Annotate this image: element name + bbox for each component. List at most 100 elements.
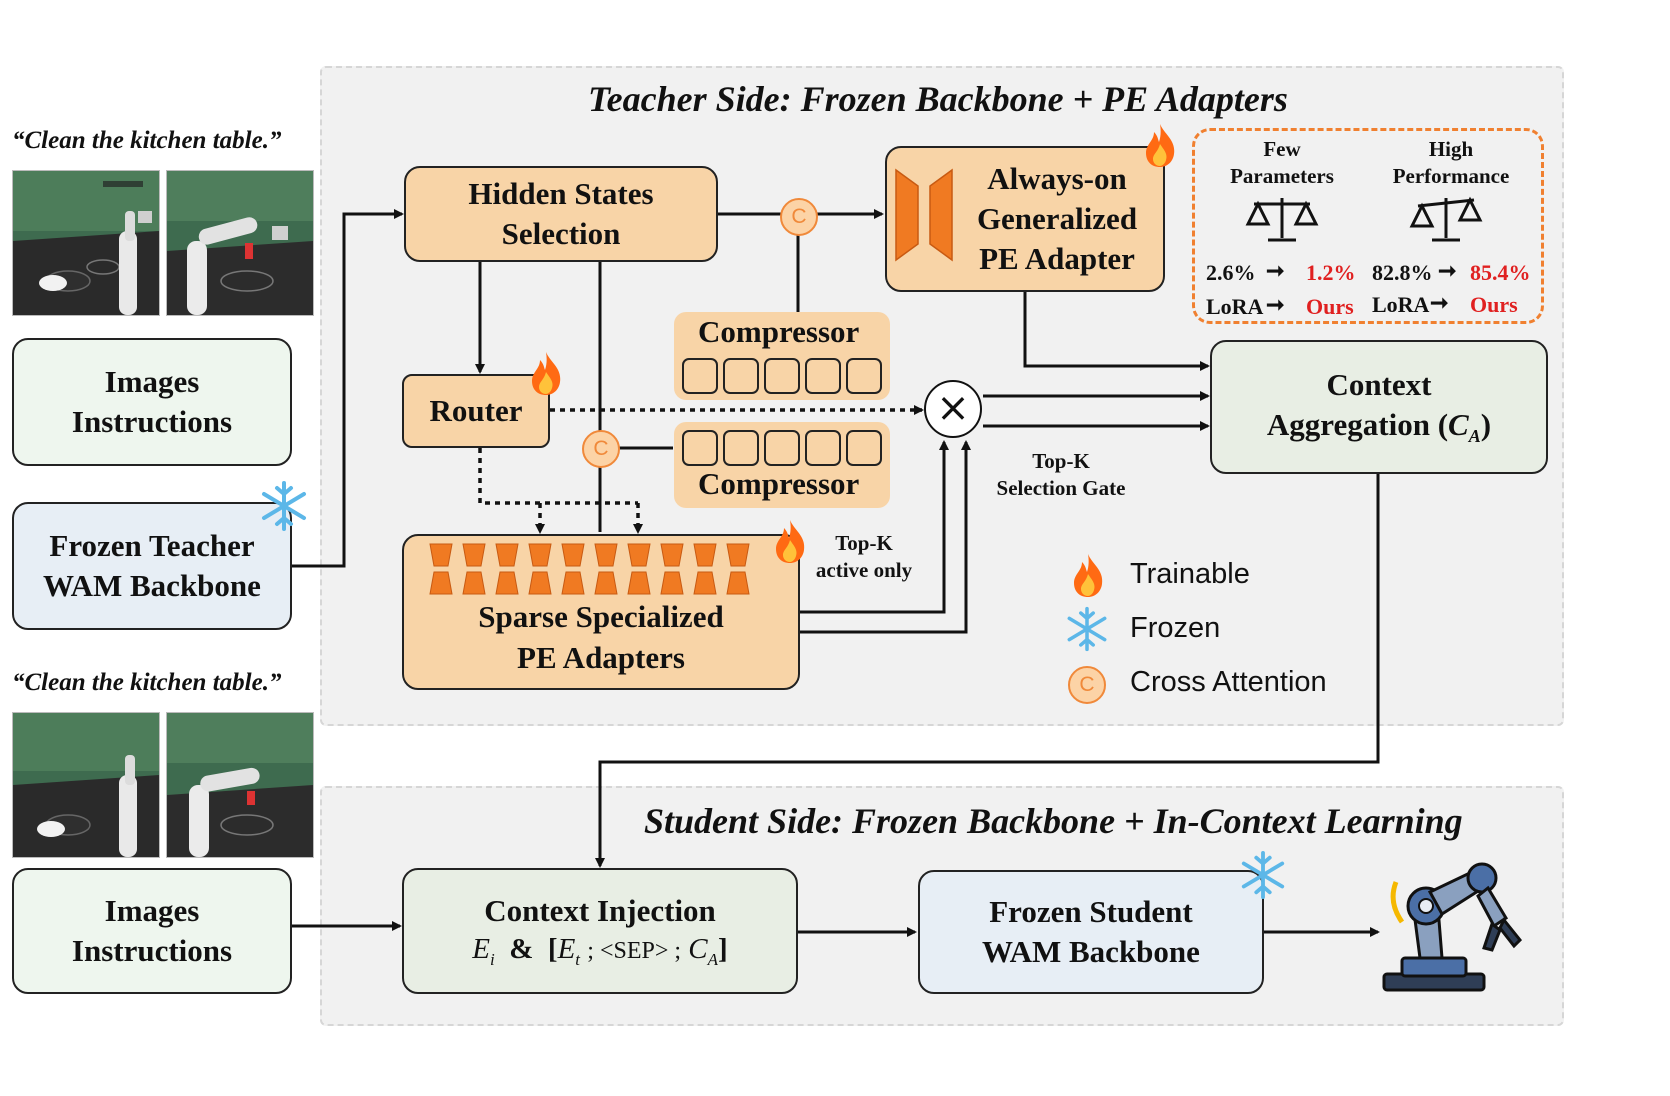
teacher-scene-image-left: [12, 170, 160, 316]
sparse-line2: PE Adapters: [517, 639, 685, 675]
compressor-token: [682, 358, 718, 394]
cross-attention-icon: C: [1068, 666, 1106, 704]
student-instruction-quote: “Clean the kitchen table.”: [12, 669, 282, 696]
aggregation-close: ): [1480, 407, 1492, 443]
params-header-line1: Few: [1263, 137, 1301, 161]
student-scene-image-right: [166, 712, 314, 858]
student-title: Student Side: Frozen Backbone + In-Conte…: [644, 801, 1463, 841]
student-inputs-line1: Images: [104, 892, 200, 928]
arrow-icon: ➞: [1266, 292, 1285, 317]
frozen-student-backbone-box: Frozen Student WAM Backbone: [918, 870, 1264, 994]
compressor-token: [764, 358, 800, 394]
student-scene-image-left: [12, 712, 160, 858]
injection-ca: C: [688, 933, 708, 966]
params-header-line2: Parameters: [1230, 164, 1334, 189]
fire-icon: [772, 518, 808, 564]
params-lora-label: LoRA: [1206, 294, 1264, 319]
sparse-line1: Sparse Specialized: [478, 599, 724, 635]
always-on-line3: PE Adapter: [979, 241, 1135, 277]
cross-attention-icon: C: [780, 198, 818, 236]
compressor-token: [682, 430, 718, 466]
legend-trainable: Trainable: [1130, 558, 1250, 590]
snowflake-icon: [1238, 850, 1288, 900]
topk-gate-line1: Top-K: [1032, 449, 1090, 473]
params-ours-value: 1.2%: [1306, 260, 1356, 285]
adapter-icon: [895, 168, 953, 262]
perf-ours-label: Ours: [1470, 292, 1518, 317]
fire-icon: [528, 350, 564, 396]
fire-icon: [1142, 122, 1178, 168]
perf-header-line2: Performance: [1392, 164, 1510, 189]
compressor-token: [764, 430, 800, 466]
compressor-token: [846, 358, 882, 394]
topk-active-label: Top-K active only: [804, 530, 924, 585]
compressor-bottom-label: Compressor: [698, 466, 860, 501]
student-inputs-line2: Instructions: [71, 933, 233, 968]
legend-frozen: Frozen: [1130, 612, 1221, 644]
perf-lora-label: LoRA: [1372, 292, 1430, 317]
params-header: Few Parameters: [1222, 136, 1342, 191]
context-injection-box: Context Injection Ei & [Et ; <SEP> ; CA]: [402, 868, 798, 994]
perf-header: High Performance: [1386, 136, 1516, 191]
context-aggregation-box: Context Aggregation (CA): [1210, 340, 1548, 474]
injection-amp: &: [509, 933, 534, 966]
injection-et-sub: t: [575, 950, 581, 969]
compressor-token: [846, 430, 882, 466]
injection-formula: Ei & [Et ; <SEP> ; CA]: [472, 931, 727, 971]
topk-gate-label: Top-K Selection Gate: [986, 448, 1136, 503]
injection-sep: ; <SEP> ;: [587, 938, 682, 965]
scale-icon: [1245, 194, 1319, 246]
adapter-icon: [429, 543, 750, 595]
compressor-token: [805, 430, 841, 466]
teacher-instruction-quote: “Clean the kitchen table.”: [12, 127, 282, 154]
topk-active-line1: Top-K: [835, 531, 893, 555]
arrow-icon: ➞: [1438, 258, 1457, 283]
hidden-states-line2: Selection: [501, 216, 621, 251]
compressor-token: [723, 430, 759, 466]
hidden-states-selection-box: Hidden States Selection: [404, 166, 718, 262]
perf-header-line1: High: [1428, 137, 1474, 161]
scale-icon: [1409, 194, 1483, 246]
injection-ca-sub: A: [707, 950, 719, 969]
fire-icon: [1070, 552, 1106, 598]
teacher-inputs-box: Images Instructions: [12, 338, 292, 466]
perf-ours-value: 85.4%: [1470, 260, 1531, 285]
injection-et: E: [557, 933, 576, 966]
compressor-token: [723, 358, 759, 394]
arrow-icon: ➞: [1266, 258, 1285, 283]
snowflake-icon: [1064, 606, 1110, 652]
injection-title: Context Injection: [484, 892, 716, 928]
router-label: Router: [429, 392, 523, 428]
aggregation-label: Aggregation (: [1266, 407, 1449, 443]
injection-open: [: [547, 933, 558, 966]
aggregation-sub: A: [1468, 426, 1481, 447]
aggregation-line1: Context: [1326, 367, 1432, 403]
router-box: Router: [402, 374, 550, 448]
perf-lora-value: 82.8%: [1372, 260, 1433, 285]
injection-ei-sub: i: [490, 950, 495, 969]
teacher-inputs-line2: Instructions: [71, 404, 233, 439]
frozen-student-backbone-line2: WAM Backbone: [982, 934, 1200, 969]
robot-arm-icon: [1380, 862, 1530, 994]
injection-ei: E: [472, 933, 490, 966]
always-on-line2: Generalized: [976, 200, 1138, 236]
params-lora-value: 2.6%: [1206, 260, 1256, 285]
aggregation-symbol: C: [1448, 407, 1469, 443]
frozen-teacher-backbone-line1: Frozen Teacher: [49, 527, 255, 563]
teacher-scene-image-right: [166, 170, 314, 316]
multiply-gate: ×: [924, 380, 982, 438]
injection-close: ]: [718, 933, 728, 966]
compressor-top-label: Compressor: [698, 314, 860, 349]
arrow-icon: ➞: [1430, 290, 1449, 315]
teacher-inputs-line1: Images: [104, 363, 200, 399]
frozen-teacher-backbone-box: Frozen Teacher WAM Backbone: [12, 502, 292, 630]
params-ours-label: Ours: [1306, 294, 1354, 319]
cross-attention-icon: C: [582, 430, 620, 468]
compressor-token: [805, 358, 841, 394]
aggregation-line2: Aggregation (CA): [1267, 405, 1491, 449]
hidden-states-line1: Hidden States: [468, 175, 654, 211]
frozen-teacher-backbone-line2: WAM Backbone: [43, 568, 261, 603]
always-on-line1: Always-on: [987, 160, 1127, 196]
frozen-student-backbone-line1: Frozen Student: [989, 893, 1193, 929]
